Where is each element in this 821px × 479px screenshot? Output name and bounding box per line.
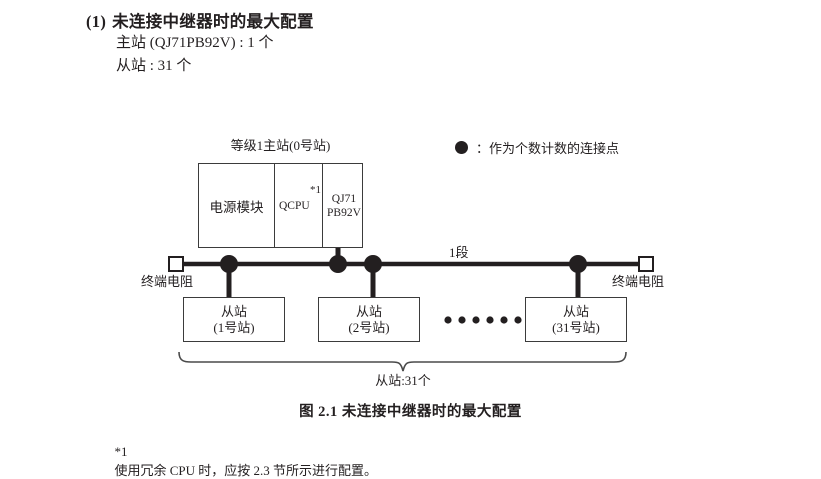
connection-point-dot [329, 255, 347, 273]
slave-station-label: 从站 (2号站) [348, 303, 390, 335]
qcpu-module-label: QCPU [279, 199, 310, 212]
footnote: *1 使用冗余 CPU 时，应按 2.3 节所示进行配置。 [108, 428, 378, 479]
ellipsis-dots [444, 316, 522, 324]
power-module-label: 电源模块 [209, 199, 264, 215]
terminal-resistor-right-label: 终端电阻 [612, 274, 665, 289]
terminal-resistor-left-label: 终端电阻 [141, 274, 194, 289]
heading-block: (1) 未连接中继器时的最大配置 主站 (QJ71PB92V) : 1 个 从站… [86, 8, 686, 78]
figure-caption: 图 2.1 未连接中继器时的最大配置 [299, 404, 522, 420]
slave-count-label: 从站:31个 [375, 373, 431, 388]
slave-station-box: 从站 (2号站) [318, 297, 420, 342]
terminal-resistor-right-icon [638, 256, 654, 272]
qcpu-footnote-mark: *1 [310, 184, 321, 196]
network-diagram [168, 248, 654, 372]
section-heading: (1) 未连接中继器时的最大配置 [86, 8, 686, 32]
spec-line-master: 主站 (QJ71PB92V) : 1 个 [116, 35, 274, 51]
footnote-mark: *1 [114, 444, 128, 459]
bus-segment-label: 1段 [449, 245, 469, 260]
connection-point-dot [364, 255, 382, 273]
legend-label: 作为个数计数的连接点 [489, 141, 620, 156]
slave-station-box: 从站 (31号站) [525, 297, 627, 342]
connection-point-dot [569, 255, 587, 273]
footnote-text: 使用冗余 CPU 时，应按 2.3 节所示进行配置。 [114, 463, 378, 478]
power-module-cell: 电源模块 [199, 164, 275, 247]
spec-line-slave: 从站 : 31 个 [116, 58, 192, 74]
qcpu-module-cell: QCPU *1 [275, 164, 323, 247]
master-rack: 电源模块 QCPU *1 QJ71 PB92V [198, 163, 363, 248]
network-module-label: QJ71 PB92V [327, 192, 361, 219]
slave-station-box: 从站 (1号站) [183, 297, 285, 342]
page-title: 未连接中继器时的最大配置 [112, 12, 314, 31]
network-module-cell: QJ71 PB92V [323, 164, 362, 247]
legend: ： 作为个数计数的连接点 [455, 138, 619, 157]
filled-circle-icon [455, 141, 468, 154]
terminal-resistor-left-icon [168, 256, 184, 272]
legend-separator: ： [476, 141, 490, 156]
slave-station-label: 从站 (31号站) [552, 303, 600, 335]
slave-count-brace [178, 351, 627, 372]
section-number: (1) [86, 12, 107, 31]
master-station-title: 等级1主站(0号站) [230, 138, 331, 153]
slave-station-label: 从站 (1号站) [213, 303, 255, 335]
connection-point-dot [220, 255, 238, 273]
